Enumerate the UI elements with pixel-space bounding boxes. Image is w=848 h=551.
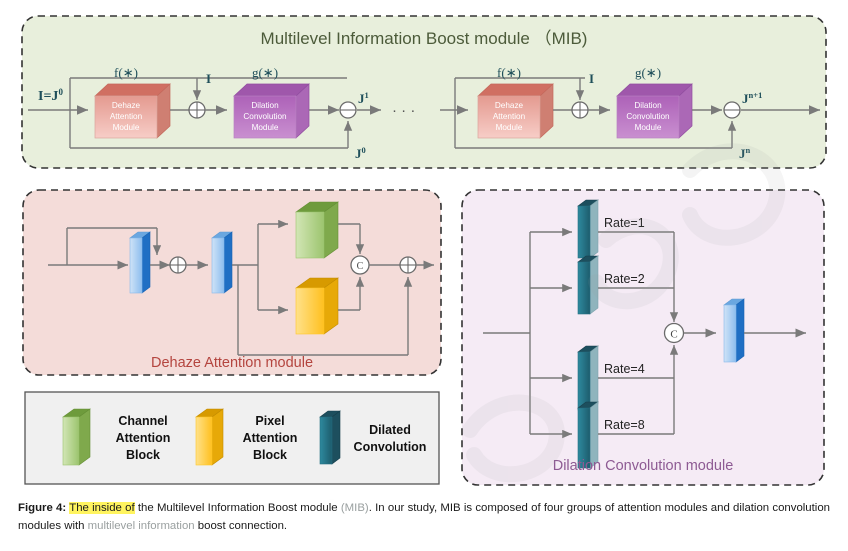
dilated-convolution-rate-8: [577, 401, 599, 469]
caption-highlight: The inside of: [69, 502, 135, 514]
dilation-box-line-3: Module: [252, 123, 279, 132]
dilation-panel-border: [461, 189, 825, 486]
dehaze-box-line-2: Attention: [110, 112, 143, 121]
dehaze2-box-line-1: Dehaze: [495, 101, 524, 110]
dehaze-box-line-1: Dehaze: [112, 101, 141, 110]
stage-ellipsis: · · ·: [392, 102, 415, 119]
legend-label-channel-2: Attention: [116, 431, 171, 445]
dilation-box-line-2: Convolution: [243, 112, 287, 121]
legend-item-channel-attention-block: Channel Attention Block: [62, 408, 171, 466]
merge-node-1: [339, 101, 357, 119]
caption-label: Figure 4:: [18, 502, 67, 514]
rate-label-3: Rate=4: [604, 362, 645, 376]
sum-node-dehaze-2: [399, 256, 417, 274]
legend-label-channel-1: Channel: [118, 414, 167, 428]
watermark: [462, 143, 786, 483]
sum-node-1: [188, 101, 206, 119]
channel-attention-block-1: [295, 201, 339, 259]
concat-node-dilation: C: [663, 322, 685, 344]
dehaze2-box-line-2: Attention: [493, 112, 526, 121]
dilated-convolution-rate-4: [577, 345, 599, 411]
dehaze-box-line-3: Module: [113, 123, 140, 132]
rate-label-2: Rate=2: [604, 272, 645, 286]
caption-faded-2: multilevel information: [87, 519, 195, 532]
figure-caption: Figure 4: The inside of the Multilevel I…: [18, 500, 830, 535]
dehaze-attention-panel: C Dehaze Attention module: [22, 189, 442, 376]
dilation-box-line-1: Dilation: [251, 101, 279, 110]
mib-i-label-1: I: [206, 71, 211, 86]
legend-label-pixel-1: Pixel: [255, 414, 284, 428]
j0-skip-label: J0: [355, 145, 366, 161]
dilation-convolution-module-box-2: Dilation Convolution Module: [616, 83, 693, 139]
legend-panel: Channel Attention Block Pixel Attention …: [24, 391, 440, 485]
dilated-convolution-icon: [319, 410, 341, 465]
pixel-attention-block-icon: [195, 408, 224, 466]
f-label-2: f(∗): [497, 65, 521, 80]
dilated-convolution-rate-2: [577, 255, 599, 315]
concat-symbol-dehaze: C: [357, 261, 364, 272]
caption-part4: boost connection.: [194, 519, 288, 532]
caption-faded-1: (MIB): [340, 502, 369, 514]
rate-label-1: Rate=1: [604, 216, 645, 230]
legend-label-dilated-1: Dilated: [369, 423, 411, 437]
dehaze2-box-line-3: Module: [496, 123, 523, 132]
dilation2-box-line-2: Convolution: [626, 112, 670, 121]
g-label-2: g(∗): [635, 65, 661, 80]
dehaze-panel-label: Dehaze Attention module: [151, 355, 313, 371]
legend-item-dilated-convolution: Dilated Convolution: [319, 410, 427, 465]
f-label-1: f(∗): [114, 65, 138, 80]
rate-label-4: Rate=8: [604, 418, 645, 432]
sum-node-dehaze-1: [169, 256, 187, 274]
g-label-1: g(∗): [252, 65, 278, 80]
dilated-convolution-block-1: [129, 231, 151, 294]
mib-panel: Multilevel Information Boost module （MIB…: [21, 15, 827, 169]
j1-out-label: J1: [358, 90, 369, 106]
dehaze-attention-module-box-2: Dehaze Attention Module: [477, 83, 554, 139]
caption-part3: . In our study, MIB is composed of four …: [18, 502, 831, 532]
sum-node-2: [571, 101, 589, 119]
concat-node-dehaze: C: [350, 255, 370, 275]
concat-symbol-dilation: C: [670, 329, 677, 341]
legend-label-pixel-2: Attention: [243, 431, 298, 445]
jn-skip-label: Jn: [739, 145, 751, 161]
caption-part2: the Multilevel Information Boost module: [134, 502, 341, 514]
dilated-convolution-block-2: [211, 231, 233, 294]
merge-node-2: [723, 101, 741, 119]
dilation2-box-line-1: Dilation: [634, 101, 662, 110]
legend-label-pixel-3: Block: [253, 448, 287, 462]
mib-input-label: I=J0: [38, 87, 63, 104]
legend-label-dilated-2: Convolution: [354, 440, 427, 454]
mib-panel-title: Multilevel Information Boost module （MIB…: [261, 29, 588, 48]
legend-border: [24, 391, 440, 485]
dilation2-box-line-3: Module: [635, 123, 662, 132]
legend-item-pixel-attention-block: Pixel Attention Block: [195, 408, 298, 466]
legend-label-channel-3: Block: [126, 448, 160, 462]
dilation-output-block: [723, 298, 745, 363]
dehaze-attention-module-box-1: Dehaze Attention Module: [94, 83, 171, 139]
dilated-convolution-rate-1: [577, 199, 599, 259]
dilation-panel-label: Dilation Convolution module: [553, 458, 734, 474]
dilation-convolution-module-box-1: Dilation Convolution Module: [233, 83, 310, 139]
pixel-attention-block-1: [295, 277, 339, 335]
mib-i-label-2: I: [589, 71, 594, 86]
channel-attention-block-icon: [62, 408, 91, 466]
dilation-convolution-panel: Rate=1 Rate=2 Rate=4 Rate=8 C Dilation C…: [461, 189, 825, 486]
